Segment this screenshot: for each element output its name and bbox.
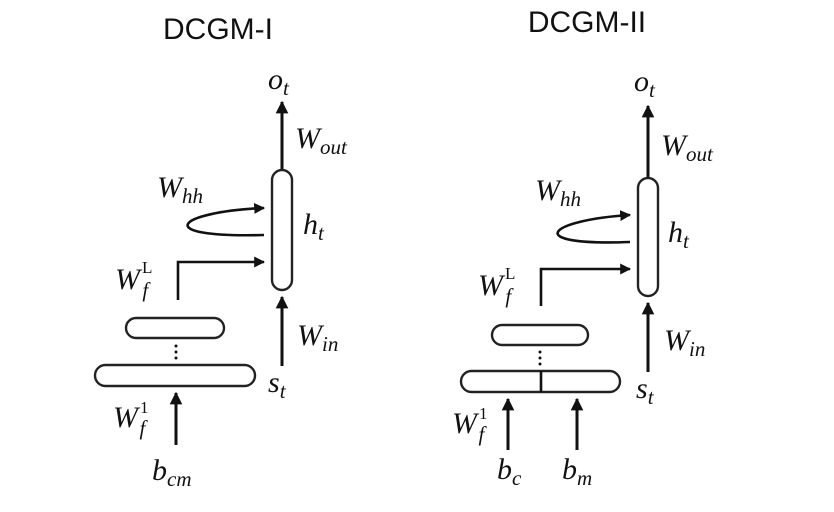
dcgm-i-bottom-layer (93, 363, 257, 388)
dcgm-ii-w-hh-label: Whh (535, 174, 581, 211)
dcgm-ii-recurrent-arrow (556, 210, 632, 244)
dcgm-i-state-label: st (268, 366, 287, 403)
dcgm-i-hidden-unit (270, 168, 294, 292)
dcgm-ii-ellipsis-dot (538, 356, 542, 360)
dcgm-ii-top-layer (490, 323, 590, 347)
dcgm-i-feedforward-arrow (176, 256, 266, 300)
dcgm-i-w-out-label: Wout (295, 122, 348, 159)
dcgm-ii-input-right-label: bm (562, 453, 592, 490)
dcgm-ii-ellipsis-dot (538, 350, 542, 354)
dcgm-ii-w-in-label: Win (664, 324, 705, 361)
dcgm-ii-output-label: ot (634, 65, 656, 102)
dcgm-i-ellipsis-dot (174, 344, 178, 348)
dcgm-ii-state-label: st (636, 372, 655, 409)
dcgm-i-ellipsis-dot (174, 356, 178, 360)
dcgm-ii-ellipsis-dot (538, 362, 542, 366)
dcgm-ii-hidden-label: ht (668, 216, 690, 253)
dcgm-ii-feedforward-arrow (539, 263, 632, 306)
dcgm-ii-w-out-label: Wout (661, 129, 714, 166)
dcgm-i-title: DCGM-I (163, 13, 273, 46)
dcgm-i-hidden-label: ht (303, 208, 325, 245)
dcgm-i-recurrent-arrow (186, 202, 266, 237)
dcgm-ii-title: DCGM-II (528, 6, 646, 39)
dcgm-i-output-label: ot (268, 63, 290, 100)
dcgm-i-w-hh-label: Whh (157, 171, 203, 208)
dcgm-i-input-label: bcm (152, 454, 192, 491)
dcgm-i-top-layer (124, 316, 226, 340)
dcgm-ii-hidden-unit (636, 176, 660, 298)
dcgm-i-w-in-label: Win (297, 319, 338, 356)
dcgm-ii-input-left-label: bc (497, 453, 522, 490)
dcgm-i-ellipsis-dot (174, 350, 178, 354)
